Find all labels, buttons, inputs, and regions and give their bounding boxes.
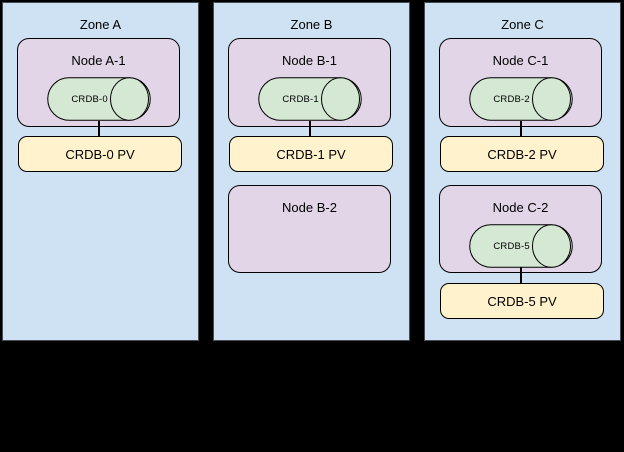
crdb-0-cylinder: CRDB-0 [47, 77, 151, 121]
node-c-1-label: Node C-1 [492, 53, 549, 68]
node-c-2: Node C-2 CRDB-5 [439, 185, 602, 273]
zone-b-label: Zone B [290, 17, 333, 32]
zone-b: Zone B Node B-1 CRDB-1 CRDB-1 PV Node B-… [213, 2, 410, 341]
zone-c-label: Zone C [501, 17, 544, 32]
pv-crdb-1: CRDB-1 PV [229, 136, 393, 172]
connector-crdb2-to-pv [520, 121, 522, 137]
node-a-1-label: Node A-1 [71, 53, 126, 68]
crdb-5-cylinder: CRDB-5 [469, 224, 573, 268]
pv-crdb-0-label: CRDB-0 PV [65, 146, 135, 162]
crdb-2-label: CRDB-2 [493, 93, 530, 105]
crdb-0-label: CRDB-0 [71, 93, 108, 105]
node-b-1-label: Node B-1 [282, 53, 337, 68]
database-cylinder-icon [469, 224, 573, 268]
node-b-1: Node B-1 CRDB-1 [228, 38, 391, 127]
crdb-2-cylinder: CRDB-2 [469, 77, 573, 121]
crdb-5-label: CRDB-5 [493, 240, 530, 252]
crdb-1-label: CRDB-1 [282, 93, 319, 105]
node-a-1: Node A-1 CRDB-0 [17, 38, 180, 127]
pv-crdb-5: CRDB-5 PV [440, 283, 604, 319]
pv-crdb-0: CRDB-0 PV [18, 136, 182, 172]
zone-a-label: Zone A [79, 17, 122, 32]
zone-a: Zone A Node A-1 CRDB-0 CRDB-0 PV [2, 2, 199, 341]
database-cylinder-icon [47, 77, 151, 121]
database-cylinder-icon [469, 77, 573, 121]
database-cylinder-icon [258, 77, 362, 121]
node-b-2-label: Node B-2 [282, 200, 337, 215]
pv-crdb-2: CRDB-2 PV [440, 136, 604, 172]
pv-crdb-2-label: CRDB-2 PV [487, 146, 557, 162]
zone-c: Zone C Node C-1 CRDB-2 CRDB-2 PV Node C-… [424, 2, 621, 341]
connector-crdb5-to-pv [520, 267, 522, 284]
node-c-1: Node C-1 CRDB-2 [439, 38, 602, 127]
pv-crdb-5-label: CRDB-5 PV [487, 293, 557, 309]
connector-crdb0-to-pv [98, 121, 100, 137]
crdb-1-cylinder: CRDB-1 [258, 77, 362, 121]
pv-crdb-1-label: CRDB-1 PV [276, 146, 346, 162]
node-b-2: Node B-2 [228, 185, 391, 273]
node-c-2-label: Node C-2 [492, 200, 549, 215]
connector-crdb1-to-pv [309, 121, 311, 137]
